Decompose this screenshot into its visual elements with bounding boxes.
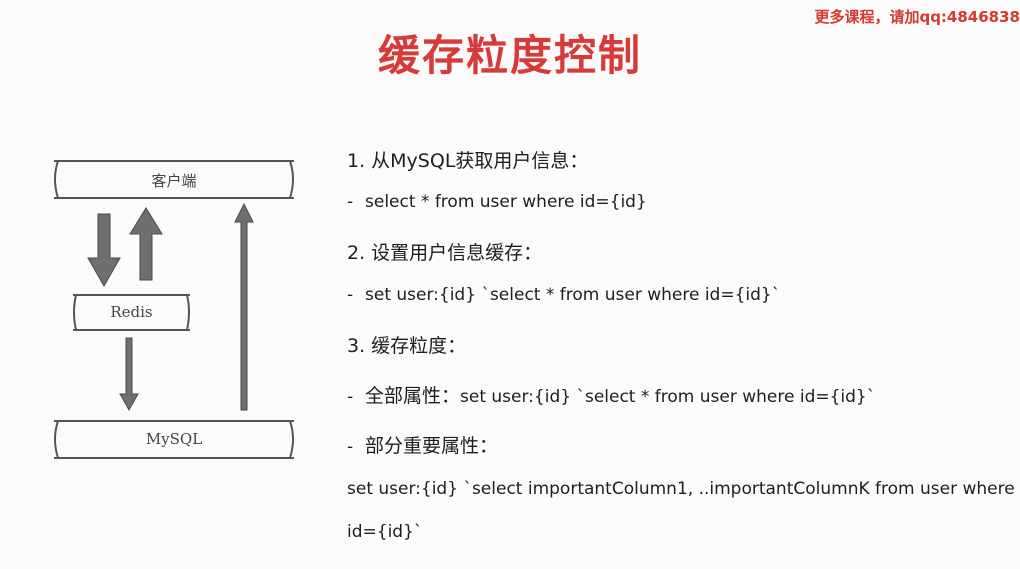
step1-heading: 1. 从MySQL获取用户信息： bbox=[347, 150, 589, 172]
step3-item-all-attributes: -全部属性：set user:{id} `select * from user … bbox=[347, 381, 875, 408]
step2-item: -set user:{id} `select * from user where… bbox=[347, 285, 780, 305]
arrow-mysql-to-client bbox=[234, 202, 254, 411]
client-box bbox=[54, 160, 294, 199]
bullet-dash: - bbox=[347, 387, 354, 407]
arrow-redis-to-mysql bbox=[119, 337, 139, 412]
mysql-label: MySQL bbox=[145, 430, 203, 448]
all-attributes-command: set user:{id} `select * from user where … bbox=[460, 387, 876, 407]
step1-item: -select * from user where id={id} bbox=[347, 192, 647, 212]
step2-heading: 2. 设置用户信息缓存： bbox=[347, 242, 543, 264]
cache-flow-diagram: 客户端 Redis MySQL bbox=[40, 148, 320, 468]
diagram-drawing bbox=[54, 160, 294, 459]
important-attributes-command-line2: id={id}` bbox=[347, 522, 423, 542]
step1-sql: select * from user where id={id} bbox=[365, 192, 647, 212]
redis-box bbox=[73, 294, 190, 331]
mysql-box bbox=[54, 420, 294, 459]
redis-label: Redis bbox=[110, 303, 153, 321]
all-attributes-label: 全部属性： bbox=[365, 385, 461, 407]
arrow-client-to-redis bbox=[87, 213, 121, 288]
bullet-dash: - bbox=[347, 285, 354, 305]
step3-heading: 3. 缓存粒度： bbox=[347, 335, 467, 357]
watermark-text: 更多课程，请加qq:4846838 bbox=[814, 8, 1020, 26]
bullet-dash: - bbox=[347, 192, 354, 212]
client-label: 客户端 bbox=[151, 172, 197, 190]
important-attributes-command-line1: set user:{id} `select importantColumn1, … bbox=[347, 479, 1015, 499]
step3-item-important-attributes: -部分重要属性： bbox=[347, 431, 498, 458]
step2-command: set user:{id} `select * from user where … bbox=[365, 285, 781, 305]
bullet-dash: - bbox=[347, 437, 354, 457]
important-attributes-label: 部分重要属性： bbox=[365, 435, 499, 457]
page-title: 缓存粒度控制 bbox=[377, 31, 642, 80]
arrow-redis-to-client bbox=[129, 207, 163, 281]
